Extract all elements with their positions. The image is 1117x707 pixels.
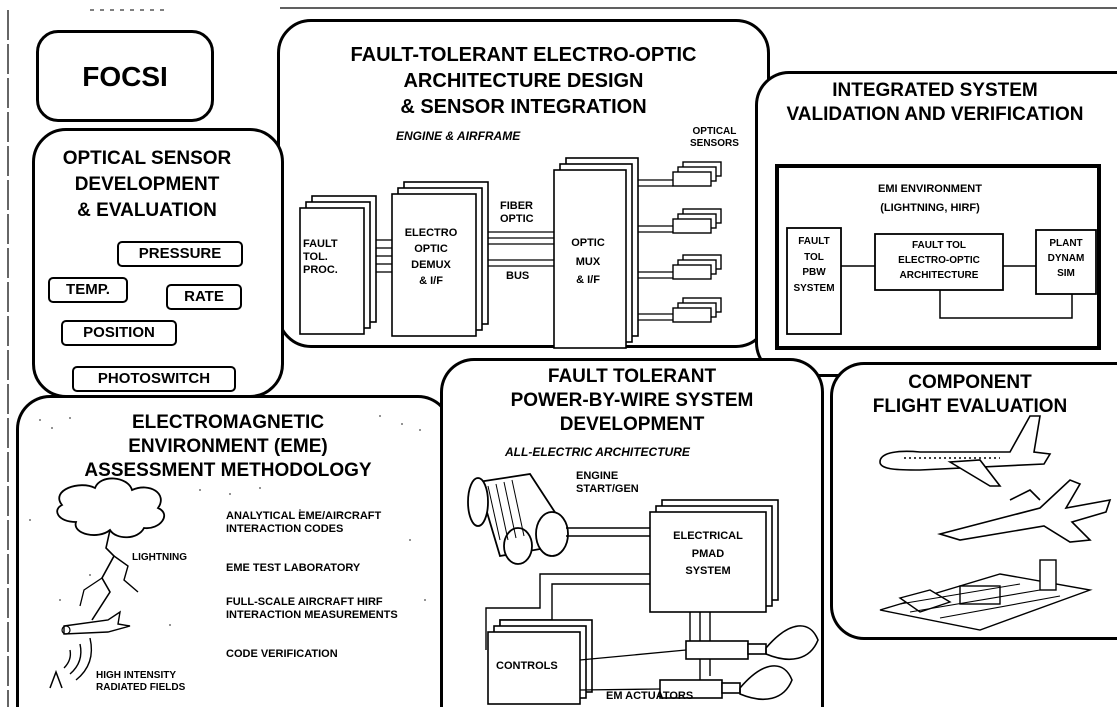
position-tag: POSITION <box>61 320 177 346</box>
emi-env-label: EMI ENVIRONMENT(LIGHTNING, HIRF) <box>878 183 982 214</box>
airliner-icon <box>879 415 1052 487</box>
eme-title-1: ELECTROMAGNETIC <box>131 412 325 433</box>
bus-label: BUS <box>506 270 530 282</box>
code-verification-label: CODE VERIFICATION <box>226 648 338 660</box>
rate-tag: RATE <box>166 284 242 310</box>
sensor-dev-title-2: DEVELOPMENT <box>74 174 220 195</box>
validation-title-1: INTEGRATED SYSTEM <box>832 80 1038 101</box>
validation-title-2: VALIDATION AND VERIFICATION <box>786 104 1084 125</box>
architecture-title-3: & SENSOR INTEGRATION <box>400 96 647 118</box>
focsi-label: FOCSI <box>82 61 168 92</box>
fighter-jet-icon <box>937 479 1112 543</box>
lightning-label: LIGHTNING <box>132 552 187 563</box>
controls-label: CONTROLS <box>496 660 558 672</box>
sensor-dev-title-3: & EVALUATION <box>77 200 217 221</box>
pbw-title-1: FAULT TOLERANT <box>547 366 717 387</box>
focsi-box: FOCSI <box>36 30 214 122</box>
flight-title-2: FLIGHT EVALUATION <box>872 396 1068 417</box>
eme-title-2: ENVIRONMENT (EME) <box>128 436 328 457</box>
architecture-title-2: ARCHITECTURE DESIGN <box>403 70 644 92</box>
pbw-title-3: DEVELOPMENT <box>559 414 705 435</box>
test-lab-label: EME TEST LABORATORY <box>226 562 361 574</box>
eme-panel <box>16 395 452 707</box>
architecture-title-1: FAULT-TOLERANT ELECTRO-OPTIC <box>350 44 697 66</box>
eme-title-3: ASSESSMENT METHODOLOGY <box>84 460 372 481</box>
pressure-tag: PRESSURE <box>117 241 243 267</box>
ground-facility-icon <box>879 559 1093 631</box>
photoswitch-tag: PHOTOSWITCH <box>72 366 236 392</box>
temp-tag: TEMP. <box>48 277 128 303</box>
architecture-subtitle: ENGINE & AIRFRAME <box>396 129 521 143</box>
pbw-subtitle: ALL-ELECTRIC ARCHITECTURE <box>505 445 690 459</box>
sensor-dev-title-1: OPTICAL SENSOR <box>62 148 232 169</box>
pbw-title-2: POWER-BY-WIRE SYSTEM <box>510 390 754 411</box>
em-actuators-label: EM ACTUATORS <box>606 690 694 702</box>
flight-title-1: COMPONENT <box>908 372 1032 393</box>
